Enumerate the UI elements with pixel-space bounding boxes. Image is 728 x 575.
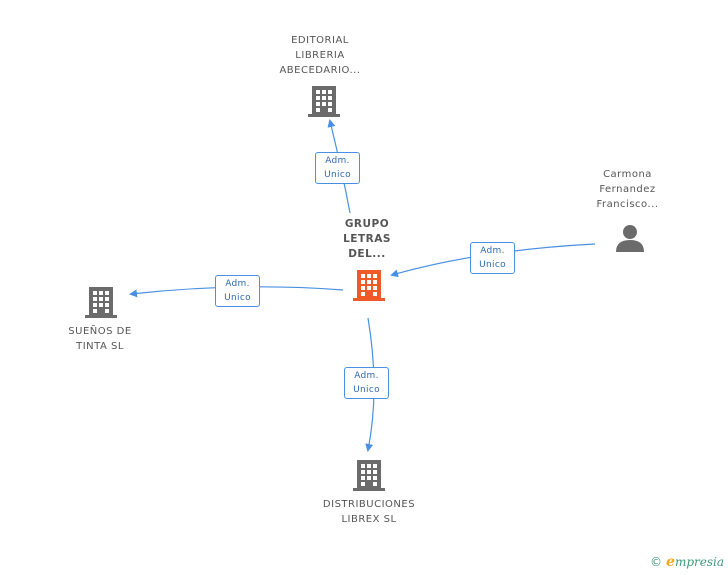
distribuciones-company-label[interactable]: DISTRIBUCIONES LIBREX SL xyxy=(322,499,416,525)
edge-label-to-distribuciones[interactable]: Adm. Unico xyxy=(344,367,389,399)
building-icon[interactable] xyxy=(85,285,117,321)
empresia-logo[interactable]: ©empresia xyxy=(650,554,724,570)
building-icon[interactable] xyxy=(308,84,340,120)
brand-letter-e: e xyxy=(666,554,675,570)
person-icon[interactable] xyxy=(614,222,646,254)
suenos-company-label[interactable]: SUEÑOS DE TINTA SL xyxy=(68,326,132,352)
building-icon[interactable] xyxy=(353,268,385,304)
center-company-label[interactable]: GRUPO LETRAS DEL... xyxy=(343,218,391,260)
brand-name-rest: mpresia xyxy=(674,555,724,569)
copyright-icon: © xyxy=(650,555,663,569)
carmona-person-label[interactable]: Carmona Fernandez Francisco... xyxy=(596,169,659,210)
editorial-company-label[interactable]: EDITORIAL LIBRERIA ABECEDARIO... xyxy=(279,35,361,76)
edge-label-from-carmona[interactable]: Adm. Unico xyxy=(470,242,515,274)
edge-label-to-suenos[interactable]: Adm. Unico xyxy=(215,275,260,307)
building-icon[interactable] xyxy=(353,458,385,494)
edge-label-to-editorial[interactable]: Adm. Unico xyxy=(315,152,360,184)
